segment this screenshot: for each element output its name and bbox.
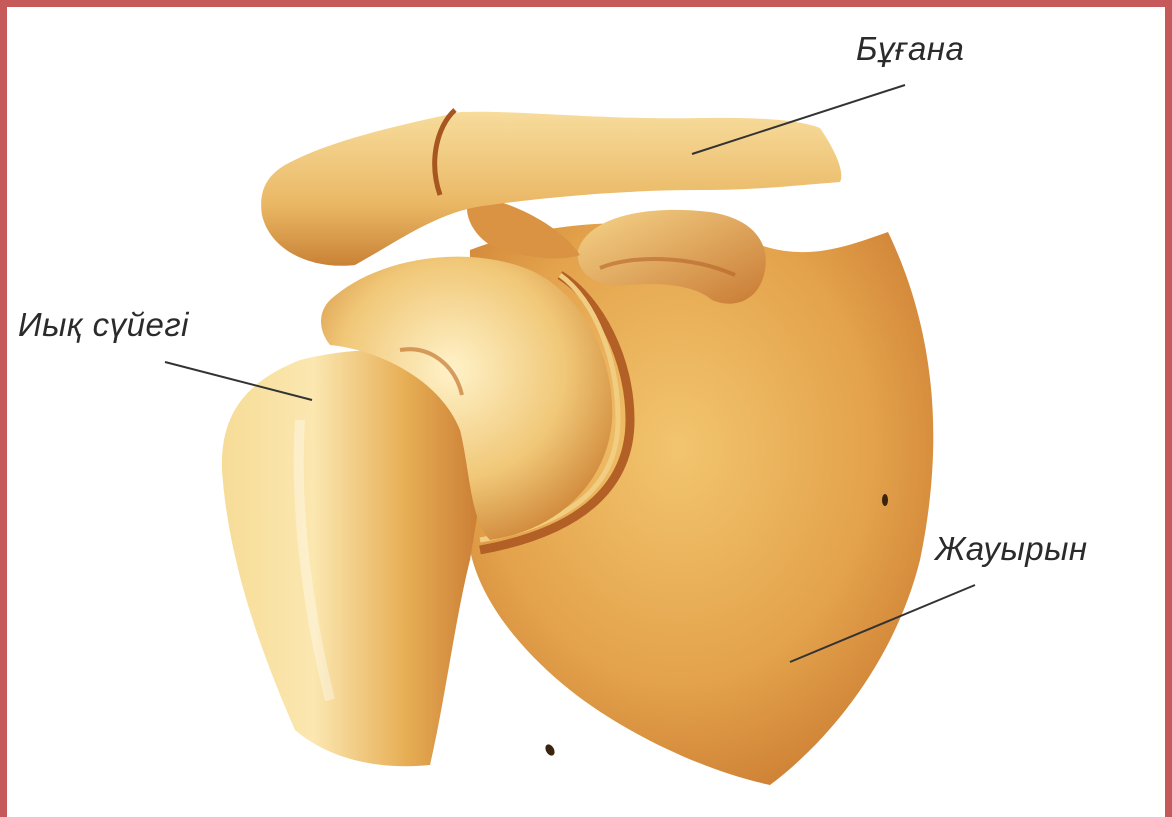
humerus-label: Иық сүйегі xyxy=(18,306,189,344)
clavicle-label: Бұғана xyxy=(856,30,964,68)
humerus-bone xyxy=(222,350,484,766)
scapula-label: Жауырын xyxy=(935,530,1088,568)
